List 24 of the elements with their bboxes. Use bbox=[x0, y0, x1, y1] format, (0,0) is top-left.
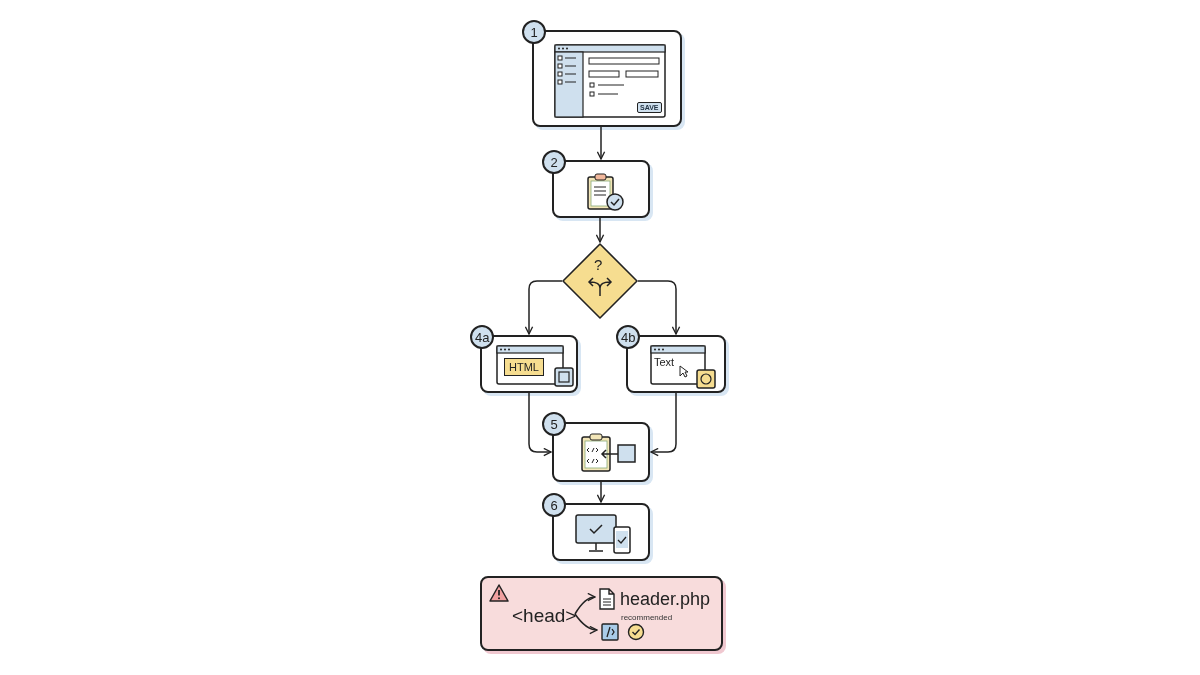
code-file-icon bbox=[601, 623, 619, 641]
arrow bbox=[524, 280, 563, 335]
html-block: HTML bbox=[504, 358, 544, 376]
warning-panel bbox=[480, 576, 723, 651]
step-number-badge: 1 bbox=[522, 20, 546, 44]
text-label: Text bbox=[654, 355, 675, 369]
step-number-badge: 4a bbox=[470, 325, 495, 349]
arrow bbox=[596, 126, 606, 160]
arrow bbox=[574, 593, 596, 615]
arrow bbox=[528, 392, 552, 457]
arrow bbox=[595, 217, 605, 243]
step-number-badge: 6 bbox=[542, 493, 566, 517]
step-number-badge: 2 bbox=[542, 150, 566, 174]
file-name: header.php bbox=[599, 586, 711, 612]
arrow bbox=[574, 613, 598, 634]
decision-diamond bbox=[562, 243, 638, 319]
step-number-badge: 5 bbox=[542, 412, 566, 436]
recommended-note: recommended bbox=[621, 614, 673, 622]
arrow bbox=[596, 481, 606, 503]
arrow bbox=[637, 280, 681, 335]
step-number-badge: 4b bbox=[616, 325, 641, 349]
question-mark: ? bbox=[594, 257, 603, 272]
arrow bbox=[650, 392, 677, 457]
head-tag: <head> bbox=[512, 603, 576, 629]
